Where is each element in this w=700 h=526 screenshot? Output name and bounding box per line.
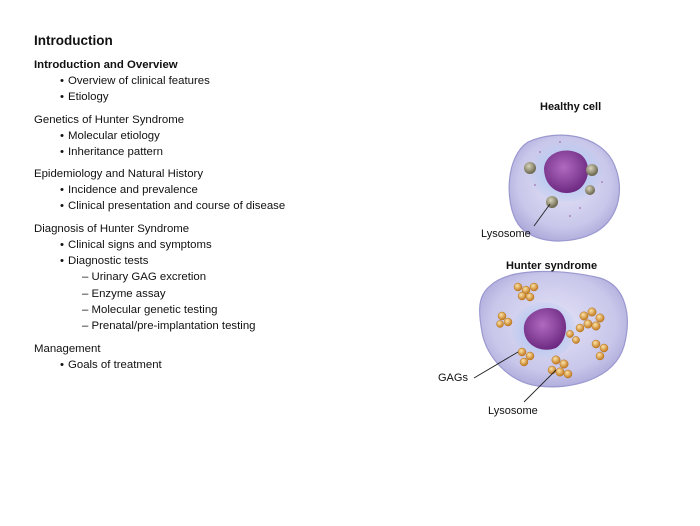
bullet-text: Incidence and prevalence [68,184,198,197]
cell-comparison-figure: Healthy cell Lysosome Hunter syndrome GA… [420,90,690,430]
bullet-list: • Molecular etiology • Inheritance pattern [34,128,364,161]
lysosome [546,196,558,208]
hunter-syndrome-cell [473,270,628,403]
bullet-text: Molecular etiology [68,129,160,142]
healthy-lysosome-callout: Lysosome [481,228,531,240]
outline-section: Introduction and Overview • Overview of cl… [34,57,364,106]
lysosome [585,185,595,195]
sub-item: – Urinary GAG excretion [82,271,207,284]
bullet-list: • Incidence and prevalence • Clinical prese… [34,182,364,215]
outline-section: Genetics of Hunter Syndrome • Molecular et… [34,112,364,161]
gags-callout: GAGs [438,372,468,384]
sub-item: – Prenatal/pre-implantation testing [82,320,256,333]
bullet-item: • Etiology [34,89,364,105]
outline-section: Epidemiology and Natural History • Inciden… [34,166,364,215]
bullet-icon: • [60,238,64,251]
section-heading: Introduction and Overview [34,59,178,71]
bullet-text: Inheritance pattern [68,145,163,158]
bullet-icon: • [60,200,64,213]
bullet-icon: • [60,358,64,371]
topic-outline: Introduction and Overview • Overview of cl… [34,57,364,379]
bullet-item: • Molecular etiology [34,128,364,144]
bullet-list: • Clinical signs and symptoms • Diagnostic … [34,237,364,335]
section-heading: Epidemiology and Natural History [34,168,204,181]
lysosome [586,164,598,176]
sub-list: – Urinary GAG excretion – Enzyme assay – M… [34,269,364,334]
bullet-item: • Inheritance pattern [34,144,364,160]
bullet-item: • Diagnostic tests [34,253,364,269]
bullet-text: Overview of clinical features [68,75,210,87]
bullet-text: Goals of treatment [68,358,162,371]
bullet-icon: • [60,145,64,158]
lysosome [524,162,536,174]
section-heading: Diagnosis of Hunter Syndrome [34,222,190,235]
page-title: Introduction [34,33,113,48]
outline-section: Management • Goals of treatment [34,341,364,373]
bullet-item: • Overview of clinical features [34,73,364,89]
bullet-list: • Overview of clinical features • Etiology [34,73,364,106]
bullet-item: • Clinical presentation and course of dis… [34,198,364,214]
bullet-list: • Goals of treatment [34,357,364,373]
bullet-text: Diagnostic tests [68,255,149,268]
bullet-icon: • [60,255,64,268]
bullet-text: Etiology [68,91,109,104]
sub-item: – Molecular genetic testing [82,303,218,316]
sub-item: – Enzyme assay [82,287,166,300]
healthy-cell-label: Healthy cell [540,101,602,113]
bullet-text: Clinical signs and symptoms [68,238,212,251]
bullet-text: Clinical presentation and course of dise… [68,200,286,213]
bullet-icon: • [60,91,64,104]
hunter-lysosome-callout: Lysosome [488,405,538,417]
healthy-cell [508,134,620,242]
bullet-icon: • [60,129,64,142]
bullet-item: • Incidence and prevalence [34,182,364,198]
section-heading: Management [34,342,101,355]
bullet-icon: • [60,184,64,197]
outline-section: Diagnosis of Hunter Syndrome • Clinical si… [34,221,364,335]
gag-clusters [496,282,609,379]
bullet-item: • Goals of treatment [34,357,364,373]
section-heading: Genetics of Hunter Syndrome [34,113,185,126]
hunter-syndrome-label: Hunter syndrome [506,260,598,272]
bullet-icon: • [60,75,64,87]
cell-illustration [473,134,628,403]
bullet-item: • Clinical signs and symptoms [34,237,364,253]
